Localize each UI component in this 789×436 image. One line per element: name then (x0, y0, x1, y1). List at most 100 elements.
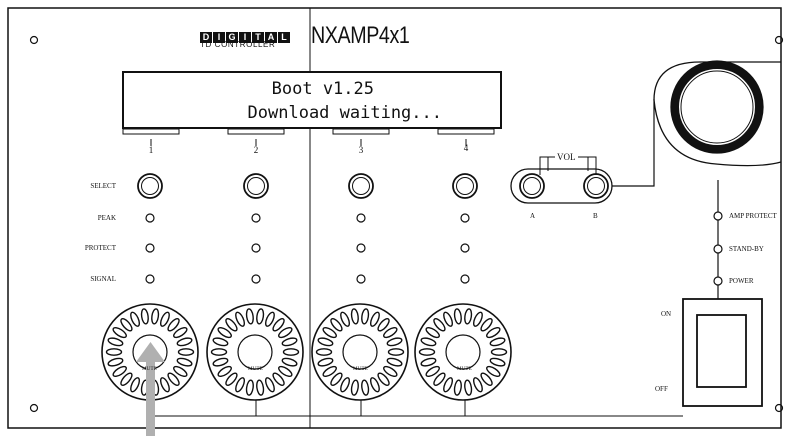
channel-number-3: 3 (358, 145, 364, 155)
select-button-3[interactable] (348, 173, 374, 199)
encoder-tooth (486, 326, 501, 339)
label-select: SELECT (90, 182, 116, 190)
lcd-line-2: Download waiting... (247, 103, 442, 123)
encoder-tooth (383, 365, 398, 378)
vol-a-label: A (530, 212, 536, 220)
channel-number-2: 2 (253, 145, 259, 155)
encoder-tooth (278, 326, 293, 339)
power-switch[interactable] (682, 298, 763, 407)
peak-leds (145, 213, 470, 223)
encoder-tooth (278, 365, 293, 378)
encoder-tooth (173, 365, 188, 378)
label-protect: PROTECT (84, 244, 116, 252)
encoder-tooth (418, 348, 436, 356)
encoder-tooth (281, 357, 298, 367)
encoder-tooth (130, 377, 141, 393)
mute-button-2 (237, 334, 273, 370)
encoder-tooth (225, 372, 238, 386)
encoder-tooth (433, 372, 446, 386)
encoder-tooth (464, 308, 473, 325)
encoder-tooth (107, 357, 124, 367)
logo-letter: L (278, 32, 290, 43)
encoder-tooth (151, 308, 160, 325)
encoder-tooth (167, 372, 180, 386)
vol-b-button[interactable] (583, 173, 609, 199)
lcd-tab-2 (227, 128, 285, 135)
screw-top-left (29, 35, 39, 45)
encoder-tooth (486, 365, 501, 378)
encoder-tooth (212, 337, 229, 347)
mute-label-4: MUTE (457, 367, 472, 372)
encoder-tooth (387, 348, 405, 356)
lcd-display: Boot v1.25 Download waiting... (122, 71, 502, 129)
encoder-tooth (383, 326, 398, 339)
encoder-tooth (217, 326, 232, 339)
encoder-tooth (120, 318, 133, 332)
lcd-tab-1 (122, 128, 180, 135)
screw-bottom-left (29, 403, 39, 413)
screw-bottom-right (774, 403, 784, 413)
main-volume-knob[interactable] (670, 60, 764, 154)
encoder-tooth (350, 379, 359, 396)
amp-protect-led (713, 211, 723, 221)
encoder-tooth (212, 357, 229, 367)
encoder-tooth (120, 372, 133, 386)
encoder-tooth (330, 318, 343, 332)
encoder-tooth (340, 311, 351, 327)
encoder-tooth (433, 318, 446, 332)
encoder-tooth (112, 365, 127, 378)
encoder-tooth (330, 372, 343, 386)
power-label: POWER (729, 277, 754, 285)
encoder-tooth (105, 348, 123, 356)
protect-leds (145, 243, 470, 253)
encoder-tooth (272, 372, 285, 386)
standby-label: STAND-BY (729, 245, 764, 253)
brand-subtitle: TD CONTROLLER (200, 40, 276, 49)
encoder-tooth (480, 372, 493, 386)
encoder-tooth (112, 326, 127, 339)
encoders (101, 303, 512, 401)
lcd-line-1: Boot v1.25 (271, 79, 374, 99)
encoder-tooth (173, 326, 188, 339)
vol-a-button[interactable] (519, 173, 545, 199)
mute-label-1: MUTE (142, 367, 157, 372)
logo-letter: A (265, 32, 277, 43)
encoder-tooth (210, 348, 228, 356)
encoder-tooth (489, 357, 506, 367)
logo-letter: G (226, 32, 238, 43)
mute-encoder-4[interactable] (414, 303, 512, 401)
select-button-4[interactable] (452, 173, 478, 199)
mute-label-3: MUTE (353, 367, 368, 372)
encoder-tooth (386, 337, 403, 347)
encoder-tooth (489, 337, 506, 347)
encoder-tooth (480, 318, 493, 332)
label-signal: SIGNAL (90, 275, 116, 283)
encoder-tooth (167, 318, 180, 332)
encoder-tooth (425, 326, 440, 339)
knob-housing (653, 61, 782, 167)
encoder-tooth (361, 379, 370, 396)
mute-button-3 (342, 334, 378, 370)
vol-label: VOL (555, 152, 578, 162)
encoder-tooth (245, 308, 254, 325)
encoder-tooth (377, 372, 390, 386)
encoder-tooth (453, 308, 462, 325)
encoder-tooth (245, 379, 254, 396)
encoder-tooth (443, 377, 454, 393)
select-button-2[interactable] (243, 173, 269, 199)
select-button-1[interactable] (137, 173, 163, 199)
logo-letter: I (213, 32, 225, 43)
lcd-tab-4 (437, 128, 495, 135)
switch-on-label: ON (661, 310, 672, 318)
mute-encoder-3[interactable] (311, 303, 409, 401)
mute-encoder-2[interactable] (206, 303, 304, 401)
encoder-tooth (340, 377, 351, 393)
model-name: NXAMP4x1 (311, 22, 410, 49)
encoder-tooth (282, 348, 300, 356)
mute-label-2: MUTE (248, 367, 263, 372)
encoder-tooth (264, 377, 275, 393)
encoder-tooth (107, 337, 124, 347)
encoder-tooth (420, 337, 437, 347)
encoder-tooth (453, 379, 462, 396)
